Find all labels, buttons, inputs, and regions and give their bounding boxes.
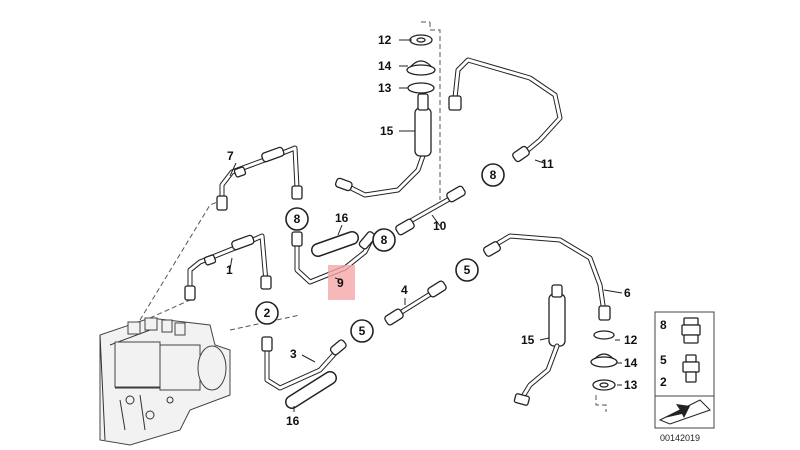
callout-12-upper: 12 — [378, 33, 392, 47]
svg-text:2: 2 — [264, 306, 271, 320]
callout-9: 9 — [337, 276, 344, 290]
callout-1: 1 — [226, 263, 233, 277]
fitting-legend: 8 5 2 — [654, 311, 715, 429]
brake-pipe-4 — [384, 280, 447, 326]
circled-callout-8-right: 8 — [481, 163, 505, 187]
brake-pipe-10 — [395, 185, 466, 236]
callout-13-lower: 13 — [624, 378, 638, 392]
abs-hydraulic-unit — [99, 317, 231, 446]
callout-10: 10 — [433, 219, 447, 233]
fitting-8-icon — [681, 317, 701, 344]
legend-label-2: 2 — [660, 375, 667, 389]
svg-text:5: 5 — [359, 324, 366, 338]
callout-7: 7 — [227, 149, 234, 163]
callout-11: 11 — [541, 157, 554, 171]
svg-text:8: 8 — [381, 233, 388, 247]
callout-13-upper: 13 — [378, 81, 392, 95]
fitting-5-2-icon — [682, 354, 700, 383]
svg-text:5: 5 — [464, 263, 471, 277]
legend-label-5: 5 — [660, 353, 667, 367]
callout-3: 3 — [290, 347, 297, 361]
callout-4: 4 — [401, 283, 408, 297]
callout-14-upper: 14 — [378, 59, 392, 73]
callout-15-lower: 15 — [521, 333, 535, 347]
brake-pipe-7 — [216, 145, 303, 211]
circled-callout-8-middle: 8 — [372, 228, 396, 252]
legend-label-8: 8 — [660, 318, 667, 332]
circled-callout-8-left: 8 — [285, 207, 309, 231]
callout-15-upper: 15 — [380, 124, 394, 138]
circled-callout-5-left: 5 — [350, 319, 374, 343]
protective-sleeve-16-lower — [285, 371, 337, 409]
protective-sleeve-16-upper — [311, 231, 359, 257]
circled-callout-2: 2 — [255, 301, 279, 325]
brake-line-11 — [334, 57, 563, 198]
callout-16-lower: 16 — [286, 414, 300, 428]
callout-6: 6 — [624, 286, 631, 300]
brake-pipe-3 — [261, 336, 347, 391]
svg-text:8: 8 — [490, 168, 497, 182]
callout-12-lower: 12 — [624, 333, 638, 347]
circled-callout-5-right: 5 — [455, 258, 479, 282]
arrow-symbol-icon — [658, 399, 711, 425]
callout-leaders — [229, 39, 623, 412]
brake-pipe-1 — [184, 233, 272, 301]
callout-14-lower: 14 — [624, 356, 638, 370]
dashed-leader-2 — [149, 299, 191, 319]
svg-text:8: 8 — [294, 212, 301, 226]
dashed-leader-1 — [139, 199, 223, 321]
brake-hose-15-lower — [513, 284, 618, 412]
callout-16-upper: 16 — [335, 211, 349, 225]
brake-pipe-9 — [291, 231, 377, 285]
brake-line-6 — [483, 233, 611, 321]
brake-hose-15-upper — [406, 21, 441, 200]
highlight-box-9 — [328, 265, 355, 300]
diagram-code: 00142019 — [660, 433, 700, 443]
